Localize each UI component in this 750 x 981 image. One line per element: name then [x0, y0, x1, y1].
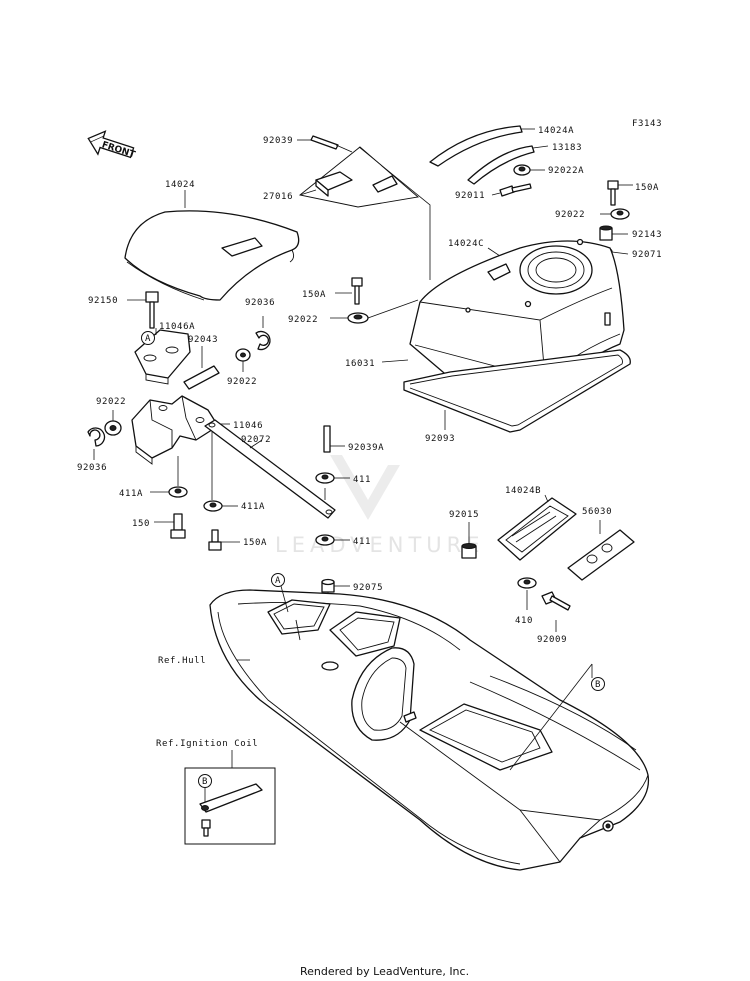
part-411A-mid-washer: [203, 500, 238, 512]
part-92036-left-clip: [87, 427, 106, 460]
part-92143-collar: [599, 225, 628, 241]
part-150A-mid-bolt: [335, 277, 363, 305]
part-411-lower-washer: [315, 534, 350, 546]
part-56030-label: [567, 520, 635, 581]
label-92072: 92072: [241, 435, 271, 445]
label-11046: 11046: [233, 421, 263, 431]
callout-B-hull: B: [509, 663, 605, 771]
hull: [209, 589, 650, 871]
part-92072-strap: [204, 419, 336, 519]
part-14024A: [429, 125, 535, 167]
callout-B-hull-letter: B: [595, 680, 601, 690]
label-14024C: 14024C: [448, 239, 484, 249]
part-92022-right-washer: [600, 208, 630, 220]
part-92009-bolt: [541, 591, 571, 632]
label-411-lower: 411: [353, 537, 371, 547]
part-150A-low-bolt: [208, 529, 240, 551]
watermark: LEADVENTURE: [275, 455, 485, 557]
label-92022-left2: 92022: [227, 377, 257, 387]
callout-A-hull: A: [271, 573, 289, 613]
label-92143: 92143: [632, 230, 662, 240]
label-27016: 27016: [263, 192, 293, 202]
part-150-bolt: [154, 513, 186, 539]
label-ref-ignition: Ref.Ignition Coil: [156, 739, 258, 749]
label-150A-low: 150A: [243, 538, 267, 548]
label-92043: 92043: [188, 335, 218, 345]
label-14024: 14024: [165, 180, 195, 190]
label-56030: 56030: [582, 507, 612, 517]
figure-code: F3143: [632, 119, 662, 129]
label-410: 410: [515, 616, 533, 626]
label-92039A: 92039A: [348, 443, 384, 453]
label-ref-hull: Ref.Hull: [158, 656, 206, 666]
part-92022A-washer: [513, 164, 545, 176]
part-410-washer: [517, 577, 537, 610]
part-411-washer-top: [315, 472, 350, 484]
part-92015-nut: [461, 522, 477, 559]
label-150: 150: [132, 519, 150, 529]
part-14024B-plate: [497, 494, 577, 561]
callout-A-hull-letter: A: [275, 576, 281, 586]
footer-text: Rendered by LeadVenture, Inc.: [300, 965, 469, 978]
part-11046-bracket: [131, 395, 230, 486]
label-14024B: 14024B: [505, 486, 541, 496]
part-92022-mid-washer: [330, 299, 419, 324]
label-92015: 92015: [449, 510, 479, 520]
label-411A-left: 411A: [119, 489, 143, 499]
label-411: 411: [353, 475, 371, 485]
part-92011-bolt: [491, 183, 532, 197]
leader-16031: [381, 359, 409, 363]
label-16031: 16031: [345, 359, 375, 369]
part-92039-group: [297, 135, 431, 280]
part-92022-left-washer: [104, 410, 122, 436]
part-92093-gasket: [403, 349, 631, 433]
part-150A-top-bolt: [607, 180, 633, 206]
part-92150-bolt: [127, 291, 159, 329]
label-92075: 92075: [353, 583, 383, 593]
watermark-text: LEADVENTURE: [275, 533, 485, 557]
front-arrow-icon: FRONT: [87, 130, 137, 161]
label-92036-right: 92036: [245, 298, 275, 308]
callout-B-inset: [198, 774, 212, 788]
label-13183: 13183: [552, 143, 582, 153]
part-13183: [467, 145, 549, 185]
label-92150: 92150: [88, 296, 118, 306]
label-92093: 92093: [425, 434, 455, 444]
label-92022-right: 92022: [555, 210, 585, 220]
label-150A-top: 150A: [635, 183, 659, 193]
ignition-coil-inset: B: [184, 767, 276, 845]
part-92036-right-clip: [255, 316, 271, 351]
part-92022-left2-washer: [235, 348, 251, 372]
label-92071: 92071: [632, 250, 662, 260]
label-92036-left: 92036: [77, 463, 107, 473]
label-411A-mid: 411A: [241, 502, 265, 512]
part-92075-cap: [321, 578, 350, 606]
label-92022-left: 92022: [96, 397, 126, 407]
label-92039: 92039: [263, 136, 293, 146]
part-14024-seat: [124, 190, 300, 301]
label-92009: 92009: [537, 635, 567, 645]
part-92043-pin: [183, 346, 220, 390]
label-92011: 92011: [455, 191, 485, 201]
label-92022-mid: 92022: [288, 315, 318, 325]
part-411A-left-washer: [150, 486, 188, 498]
callout-A-top: A: [141, 331, 155, 345]
label-11046A: 11046A: [159, 322, 195, 332]
label-150A-mid: 150A: [302, 290, 326, 300]
callout-B-inset-letter: B: [202, 777, 208, 787]
callout-A-top-letter: A: [145, 334, 151, 344]
label-14024A: 14024A: [538, 126, 574, 136]
part-92039A-pin: [323, 425, 345, 453]
label-92022A: 92022A: [548, 166, 584, 176]
